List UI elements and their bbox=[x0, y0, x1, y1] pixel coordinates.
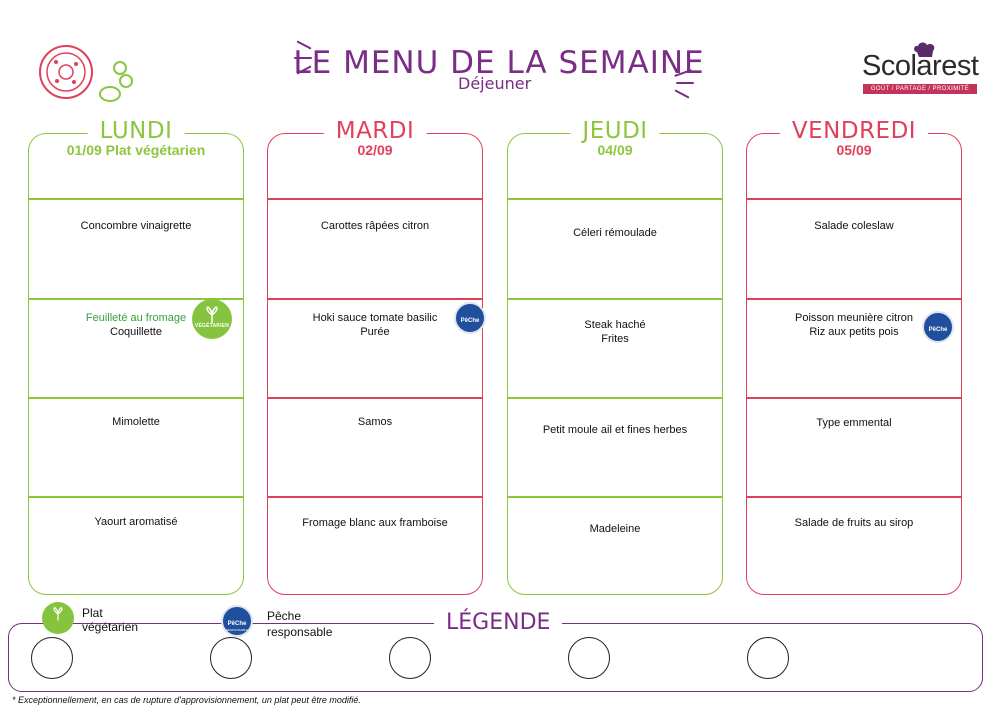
responsible-fishing-badge-icon: PêChe bbox=[922, 311, 954, 343]
row-divider bbox=[268, 496, 482, 498]
row-divider bbox=[268, 397, 482, 399]
fish-badge-label: PêChe bbox=[460, 318, 480, 324]
day-date: 05/09 bbox=[836, 142, 872, 158]
row-divider bbox=[747, 298, 961, 300]
dairy: Mimolette bbox=[112, 416, 160, 428]
side-dish: Coquillette bbox=[110, 326, 162, 338]
day-name: VENDREDI bbox=[779, 116, 929, 146]
row-divider bbox=[747, 198, 961, 200]
title-dash bbox=[294, 57, 312, 59]
row-divider bbox=[747, 496, 961, 498]
starter: Salade coleslaw bbox=[814, 220, 894, 232]
main-course: Poisson meunière citron bbox=[794, 312, 913, 324]
row-divider bbox=[747, 397, 961, 399]
main-course: Feuilleté au fromage bbox=[85, 312, 187, 324]
day-date: 02/09 bbox=[357, 142, 393, 158]
dessert: Fromage blanc aux framboise bbox=[302, 517, 448, 529]
day-date: 01/09 Plat végétarien bbox=[66, 142, 206, 158]
starter: Carottes râpées citron bbox=[320, 220, 430, 232]
row-divider bbox=[508, 298, 722, 300]
pizza-icon bbox=[39, 45, 93, 99]
day-date: 04/09 bbox=[597, 142, 633, 158]
legend-title: LÉGENDE bbox=[434, 608, 563, 638]
row-divider bbox=[508, 496, 722, 498]
chef-hat-icon bbox=[914, 42, 935, 57]
fish-badge-sublabel: RESPONSABLE bbox=[225, 628, 249, 632]
row-divider bbox=[268, 298, 482, 300]
legend-fish-line1: Pêche bbox=[267, 609, 302, 623]
side-dish: Riz aux petits pois bbox=[809, 326, 899, 338]
page-title: LE MENU DE LA SEMAINE bbox=[293, 45, 705, 81]
legend-empty-circle bbox=[210, 637, 252, 679]
dairy: Samos bbox=[357, 416, 393, 428]
vegetarian-badge-icon: VÉGÉTARIEN bbox=[192, 299, 232, 339]
responsible-fishing-badge-icon: PêChe bbox=[454, 302, 486, 334]
footnote: * Exceptionnellement, en cas de rupture … bbox=[12, 695, 361, 705]
legend-empty-circle bbox=[31, 637, 73, 679]
dairy: Type emmental bbox=[816, 417, 892, 429]
row-divider bbox=[29, 298, 243, 300]
vegetarian-legend-icon bbox=[42, 602, 74, 634]
dessert: Yaourt aromatisé bbox=[94, 516, 178, 528]
day-name: LUNDI bbox=[87, 116, 185, 146]
main-course: Hoki sauce tomate basilic bbox=[312, 312, 438, 324]
row-divider bbox=[29, 198, 243, 200]
fish-badge-label: PêChe bbox=[227, 621, 247, 627]
title-dash bbox=[676, 82, 694, 84]
legend-fish-line2: responsable bbox=[267, 625, 333, 639]
vegetarian-badge-label: VÉGÉTARIEN bbox=[194, 323, 230, 329]
row-divider bbox=[508, 198, 722, 200]
row-divider bbox=[29, 496, 243, 498]
logo-wordmark: Scolarest bbox=[862, 50, 979, 82]
main-course: Steak haché bbox=[584, 319, 646, 331]
page-subtitle: Déjeuner bbox=[458, 74, 532, 93]
fish-badge-label: PêChe bbox=[928, 327, 948, 333]
dessert: Salade de fruits au sirop bbox=[794, 517, 914, 529]
logo-tagline: GOÛT / PARTAGE / PROXIMITÉ bbox=[863, 84, 977, 94]
row-divider bbox=[29, 397, 243, 399]
peas-icon bbox=[99, 61, 133, 102]
row-divider bbox=[268, 198, 482, 200]
dairy: Petit moule ail et fines herbes bbox=[542, 424, 688, 436]
legend-empty-circle bbox=[568, 637, 610, 679]
legend-veg-line2: végétarien bbox=[82, 620, 139, 634]
starter: Céleri rémoulade bbox=[573, 227, 657, 239]
side-dish: Frites bbox=[601, 333, 629, 345]
starter: Concombre vinaigrette bbox=[80, 220, 192, 232]
dessert: Madeleine bbox=[589, 523, 641, 535]
fishing-legend-icon: PêChe RESPONSABLE bbox=[221, 605, 253, 637]
day-name: JEUDI bbox=[570, 116, 660, 146]
legend-empty-circle bbox=[747, 637, 789, 679]
day-name: MARDI bbox=[323, 116, 427, 146]
side-dish: Purée bbox=[360, 326, 390, 338]
row-divider bbox=[508, 397, 722, 399]
legend-veg-line1: Plat bbox=[82, 606, 103, 620]
title-dash bbox=[674, 89, 690, 99]
legend-empty-circle bbox=[389, 637, 431, 679]
